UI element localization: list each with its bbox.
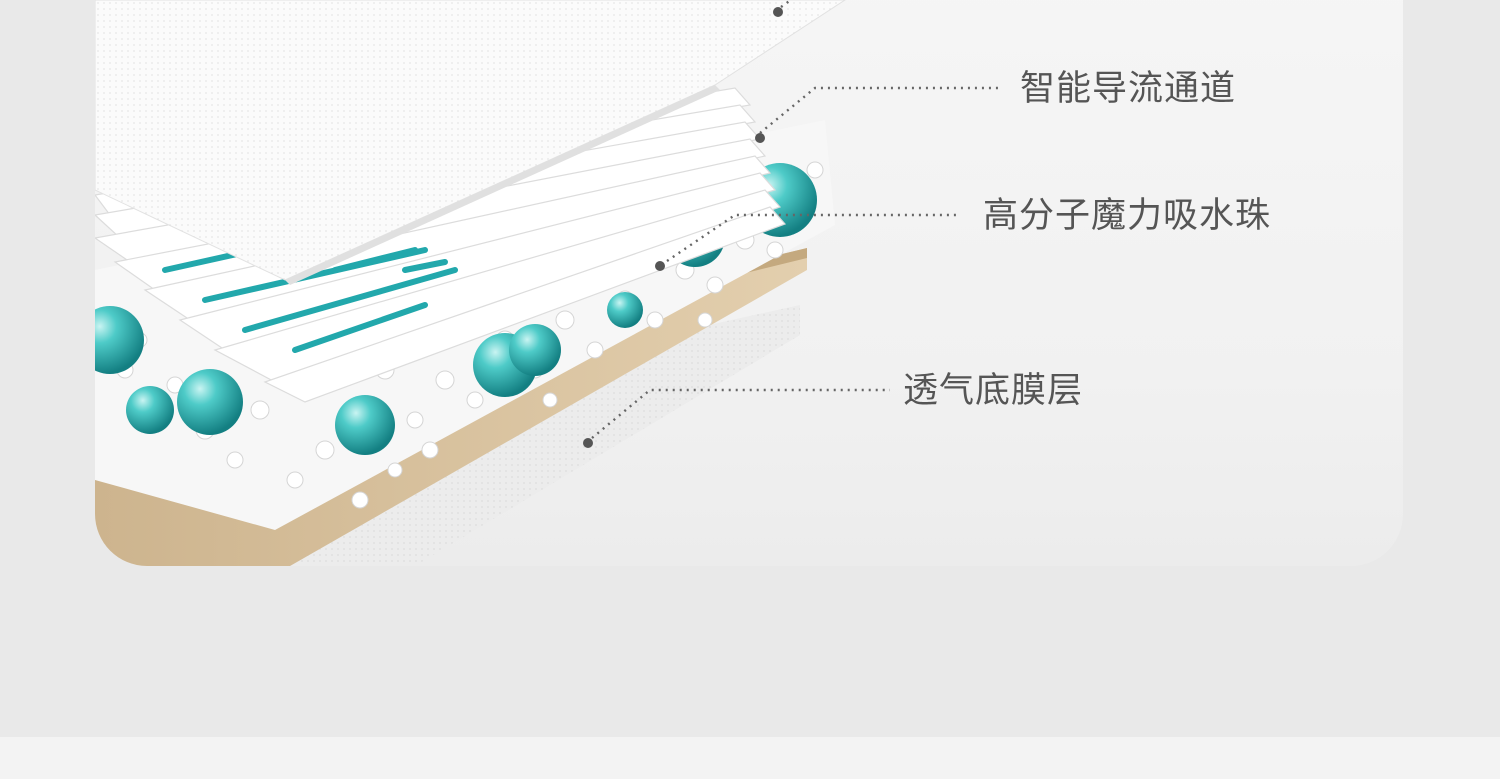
layer-label-breathable-film: 透气底膜层 bbox=[903, 371, 1084, 411]
callout-lines bbox=[591, 0, 1000, 439]
bottom-band bbox=[0, 737, 1500, 779]
callout-dot-bead bbox=[655, 261, 665, 271]
top-sheet-layer bbox=[95, 0, 846, 285]
layer-label-guide-channel: 智能导流通道 bbox=[1020, 69, 1237, 109]
product-layer-diagram-card bbox=[95, 0, 1403, 566]
callout-dot-film bbox=[583, 438, 593, 448]
layer-label-absorbent-beads: 高分子魔力吸水珠 bbox=[983, 196, 1272, 236]
callout-markers bbox=[583, 7, 783, 448]
callout-dot-channel bbox=[755, 133, 765, 143]
callout-dot-top bbox=[773, 7, 783, 17]
layer-illustration bbox=[95, 0, 1000, 566]
